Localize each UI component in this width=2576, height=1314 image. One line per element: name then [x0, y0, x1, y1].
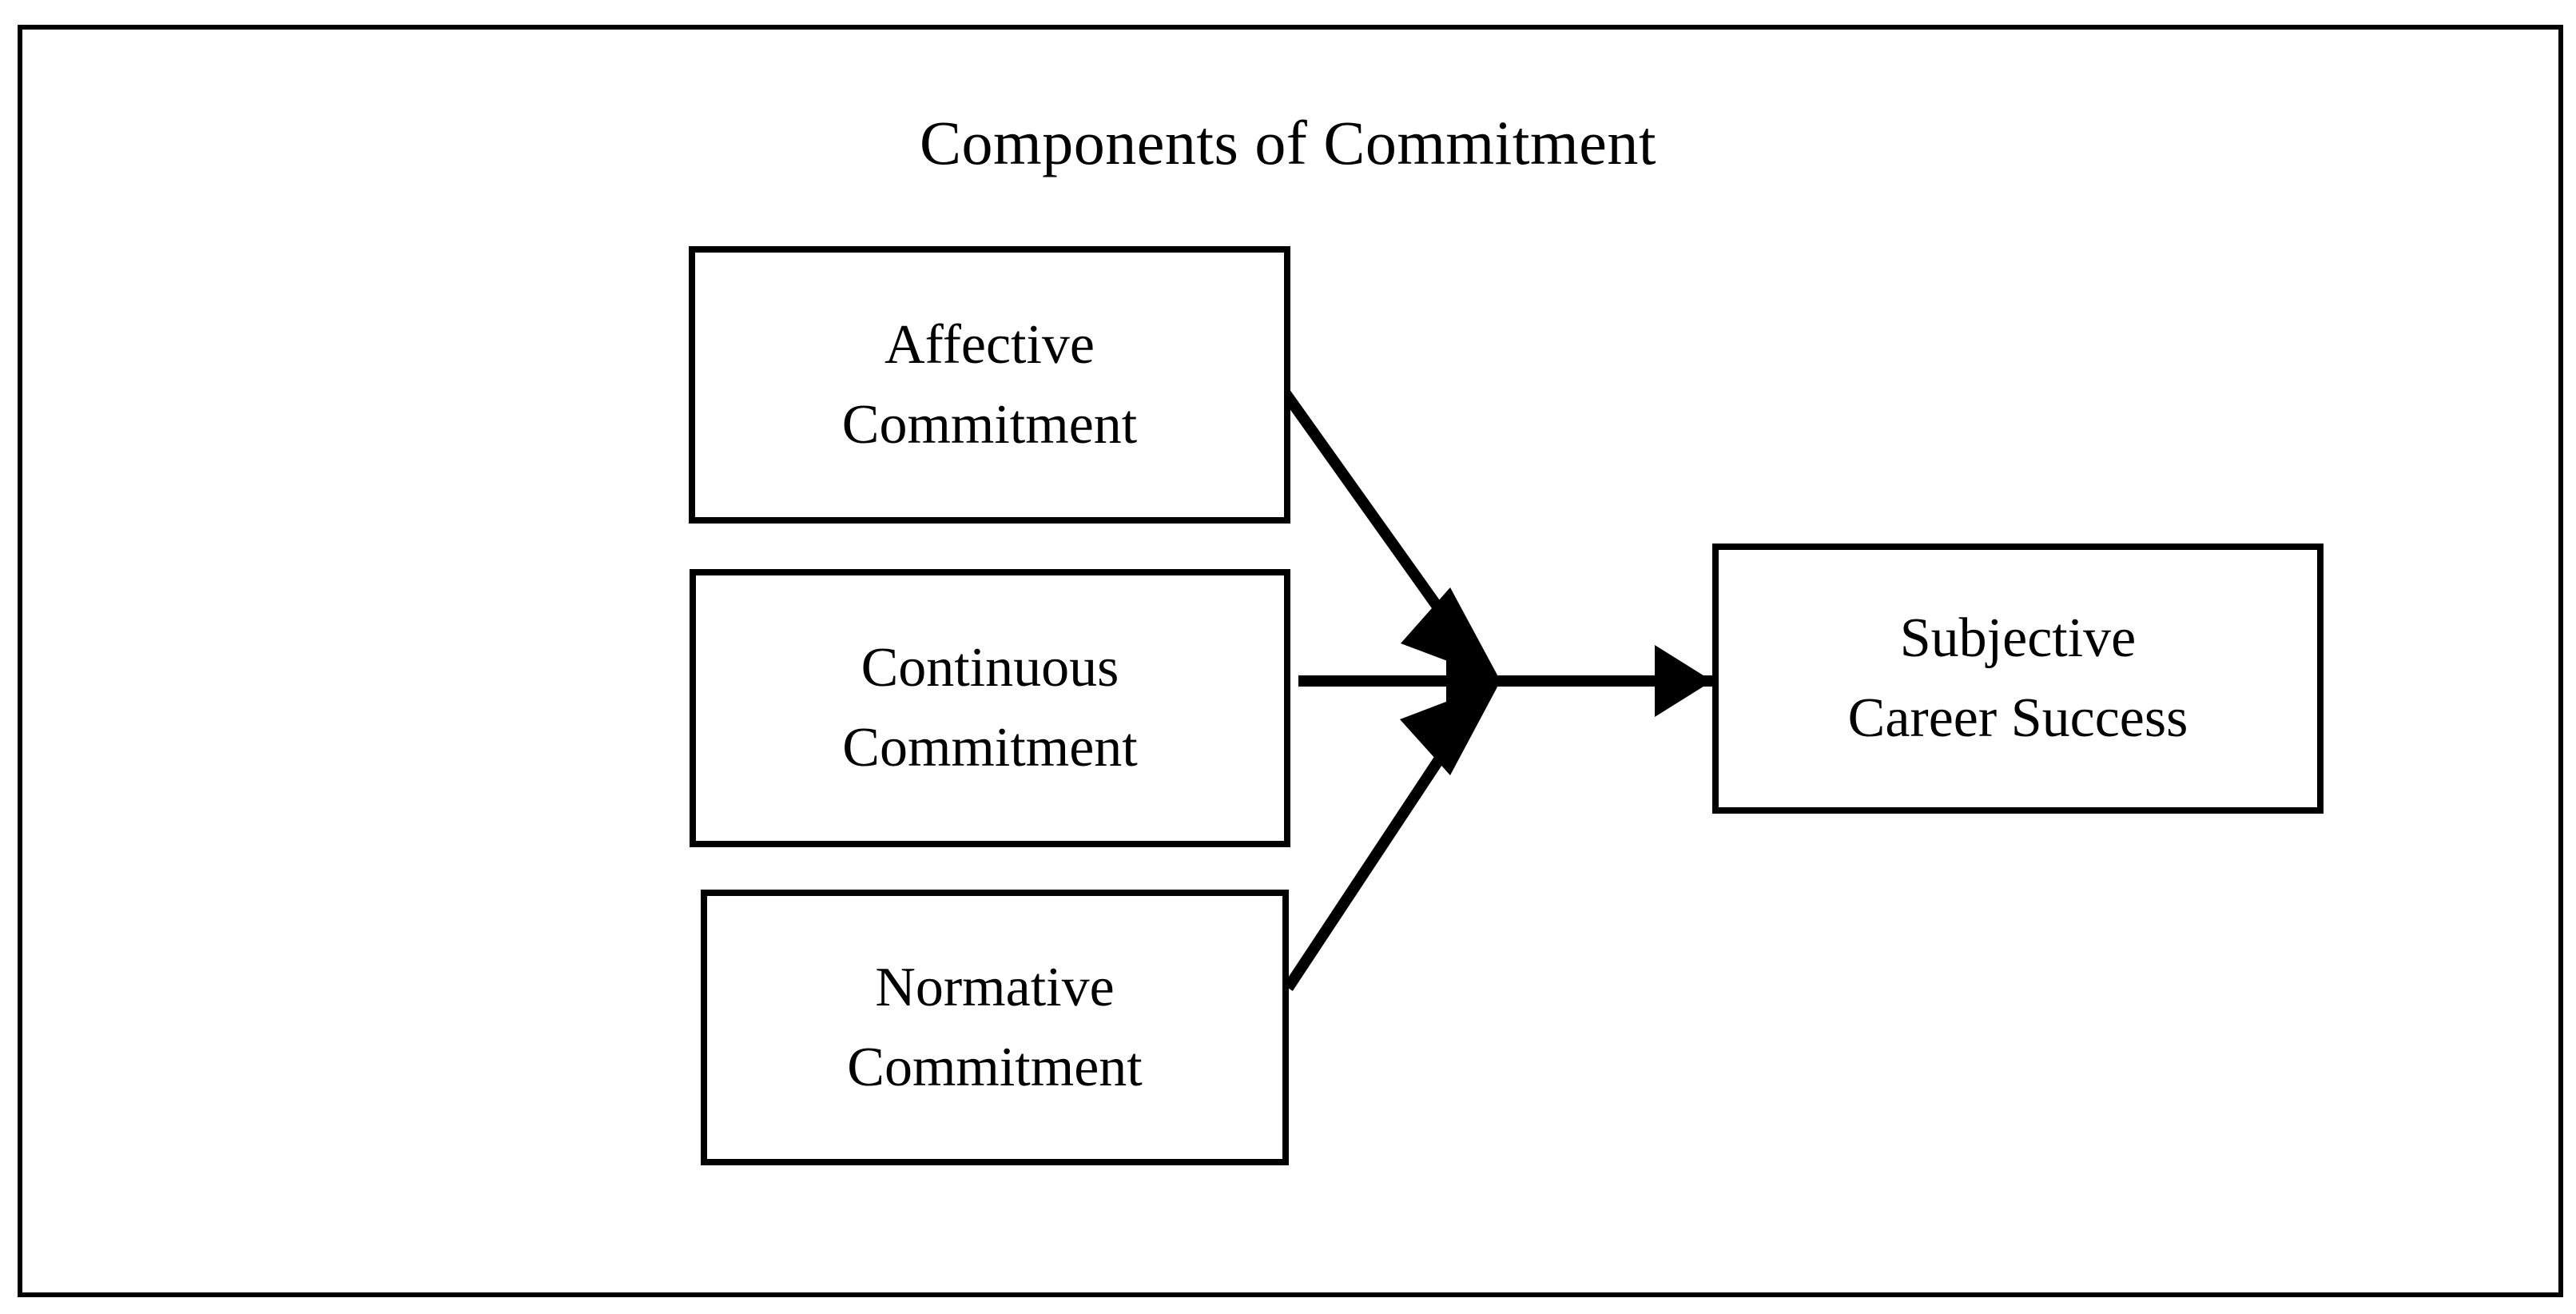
diagram-title: Components of Commitment [920, 108, 1656, 177]
node-continuous-commitment[interactable]: Continuous Commitment [690, 569, 1290, 847]
node-affective-line-2: Commitment [841, 393, 1138, 456]
node-outcome-line-2: Career Success [1847, 687, 2188, 749]
node-continuous-line-2: Commitment [842, 717, 1138, 778]
node-normative-commitment[interactable]: Normative Commitment [701, 890, 1289, 1165]
node-affective-line-1: Affective [884, 313, 1095, 376]
node-subjective-career-success[interactable]: Subjective Career Success [1712, 544, 2324, 814]
node-continuous-line-1: Continuous [861, 637, 1119, 699]
node-affective-commitment[interactable]: Affective Commitment [689, 246, 1290, 524]
node-normative-line-1: Normative [875, 956, 1115, 1018]
node-normative-line-2: Commitment [847, 1036, 1143, 1098]
node-outcome-line-1: Subjective [1899, 607, 2137, 669]
